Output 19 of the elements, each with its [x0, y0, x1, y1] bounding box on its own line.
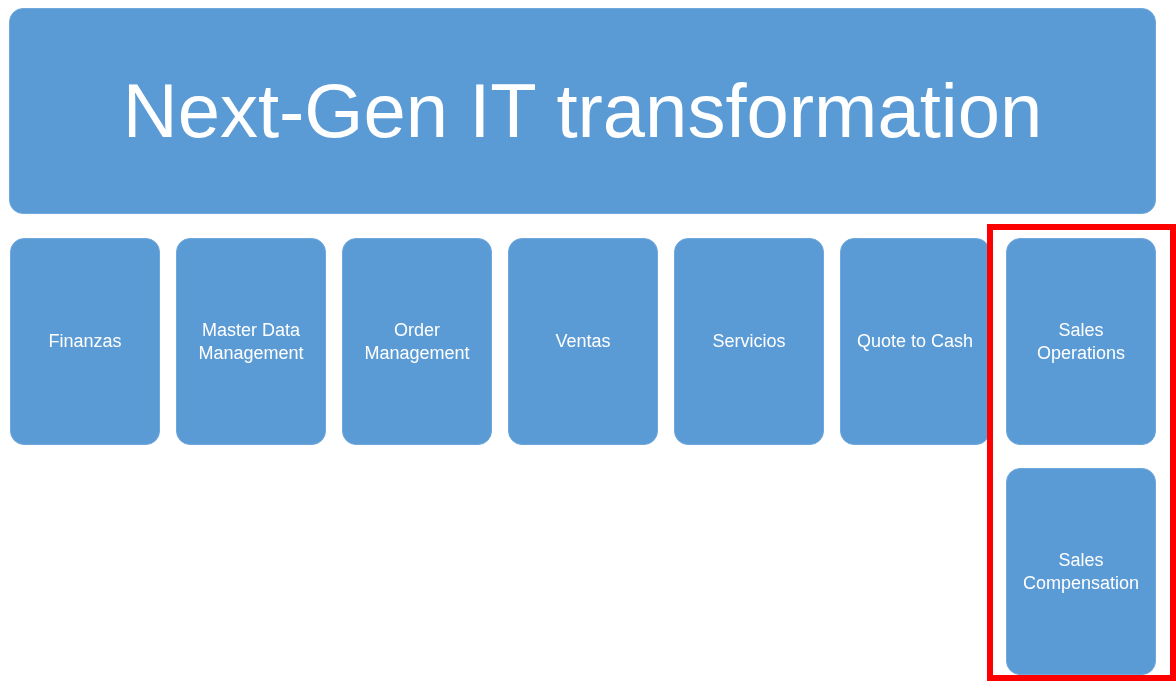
title-box — [9, 8, 1156, 214]
category-box — [1006, 468, 1156, 675]
box-label: Quote to Cash — [855, 330, 975, 353]
category-box — [674, 238, 824, 445]
category-box — [508, 238, 658, 445]
box-label: Servicios — [711, 330, 787, 353]
category-box — [10, 238, 160, 445]
box-label: Master Data Management — [197, 318, 305, 365]
category-box — [1006, 238, 1156, 445]
title-text: Next-Gen IT transformation — [122, 69, 1043, 153]
box-label: Sales Operations — [1035, 318, 1127, 365]
box-label: Order Management — [363, 318, 471, 365]
box-label: Sales Compensation — [1021, 548, 1141, 595]
box-label: Ventas — [554, 330, 612, 353]
category-box — [342, 238, 492, 445]
category-box — [176, 238, 326, 445]
box-label: Finanzas — [47, 330, 123, 353]
highlight-frame — [987, 224, 1176, 681]
category-box — [840, 238, 990, 445]
